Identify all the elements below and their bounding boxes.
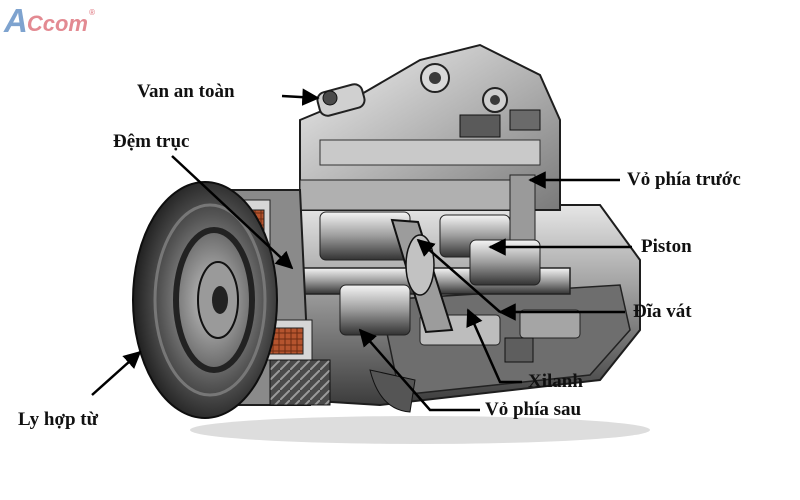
logo-letter-a: A <box>4 2 28 39</box>
label-magnetic-clutch: Ly hợp từ <box>18 409 99 430</box>
magnetic-clutch-pulley <box>132 181 278 419</box>
logo-registered-mark: ® <box>88 8 95 17</box>
label-rear-housing: Vỏ phía sau <box>485 399 582 420</box>
arrow-swash-plate-diag <box>416 238 501 313</box>
arrow-safety-valve <box>281 88 320 106</box>
leader-lines <box>91 88 632 412</box>
logo-text: Ccom <box>26 11 88 36</box>
label-shaft-seal: Đệm trục <box>113 131 190 152</box>
compressor-head-block <box>299 43 561 211</box>
label-piston: Piston <box>641 236 692 257</box>
label-cylinder: Xilanh <box>528 371 583 392</box>
arrow-shaft-seal <box>171 155 294 270</box>
arrow-magnetic-clutch <box>91 350 142 396</box>
arrow-rear-housing <box>358 328 480 412</box>
label-front-housing: Vỏ phía trước <box>627 169 741 190</box>
safety-valve-part <box>316 83 366 117</box>
label-swash-plate: Đĩa vát <box>633 301 692 322</box>
logo: A Ccom ® <box>4 4 95 38</box>
arrow-cylinder <box>466 308 522 384</box>
ground-shadow <box>190 416 650 444</box>
label-safety-valve: Van an toàn <box>137 81 235 102</box>
